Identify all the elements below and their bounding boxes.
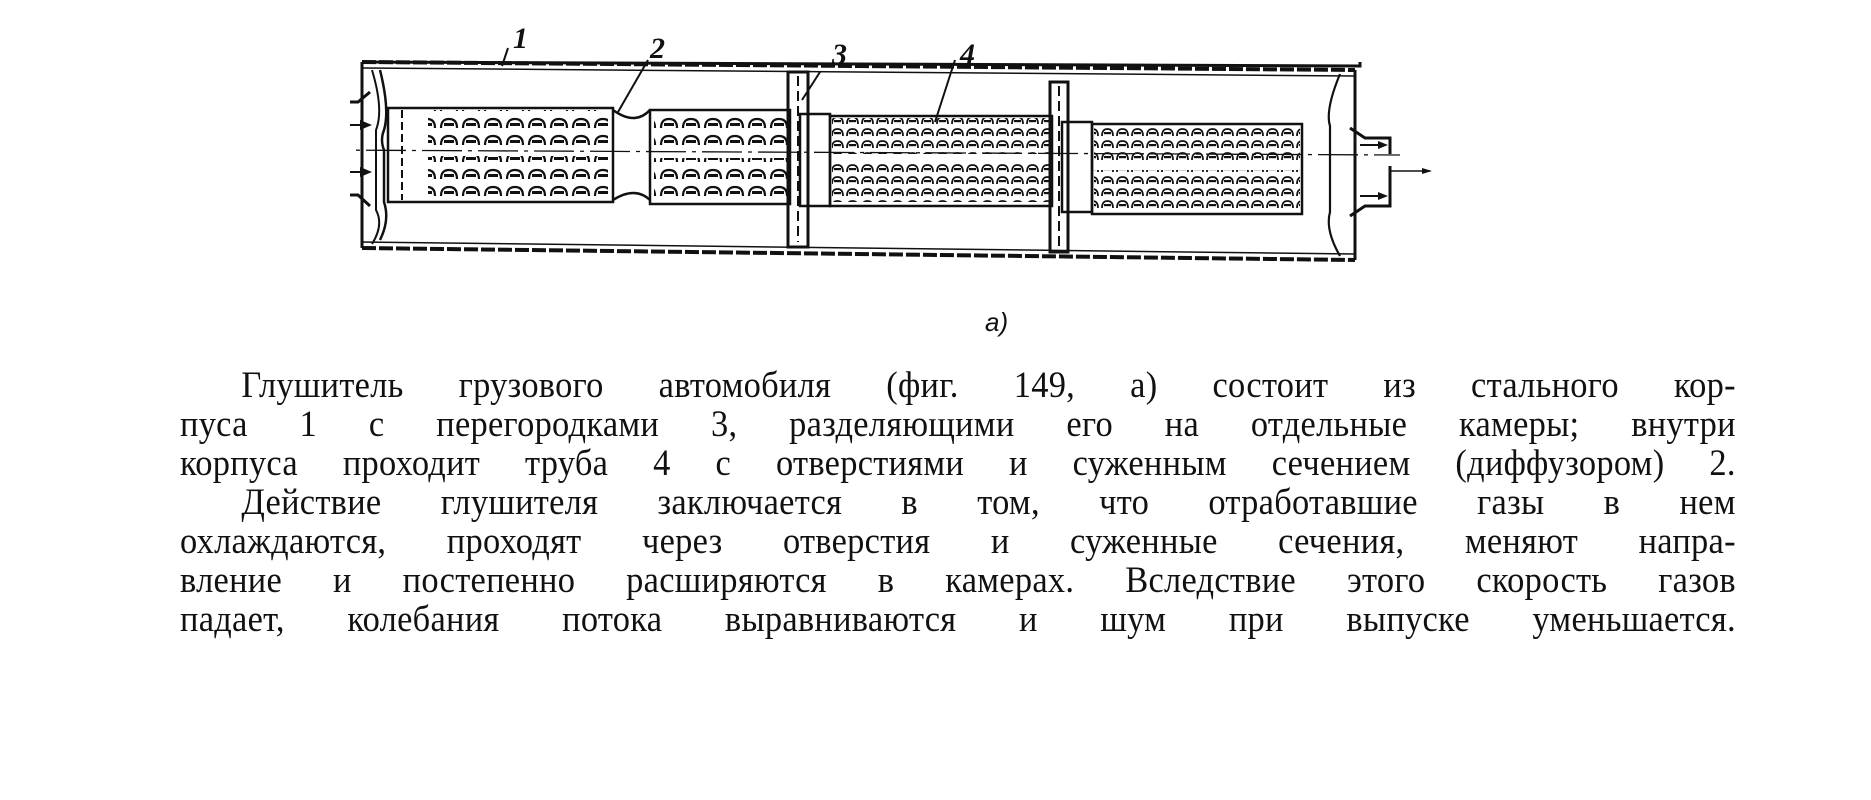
callout-3: 3 (832, 38, 847, 71)
muffler-drawing (292, 47, 1432, 262)
callout-4: 4 (960, 38, 975, 71)
muffler-diagram: 1 2 3 4 (292, 22, 1770, 320)
callout-2: 2 (650, 32, 665, 65)
figure-caption: а) (985, 307, 1009, 337)
callout-1: 1 (513, 22, 528, 55)
